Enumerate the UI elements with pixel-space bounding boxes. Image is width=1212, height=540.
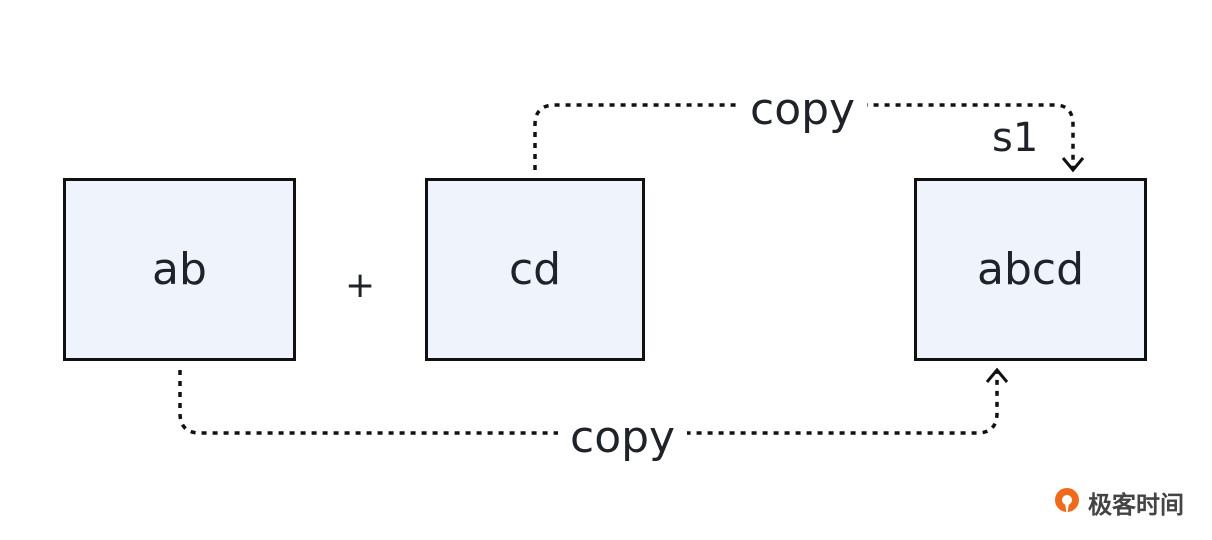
box-ab: ab: [63, 178, 296, 361]
logo-icon: [1055, 487, 1079, 516]
box-abcd: abcd: [914, 178, 1147, 361]
plus-operator: +: [345, 265, 376, 306]
box-ab-label: ab: [152, 244, 207, 295]
top-copy-label: copy: [738, 88, 868, 132]
bottom-copy-label: copy: [558, 416, 688, 460]
box-abcd-label: abcd: [976, 244, 1084, 295]
bottom-arrowhead: [985, 367, 1009, 383]
box-cd: cd: [425, 178, 645, 361]
logo: 极客时间: [1052, 485, 1184, 520]
box-cd-label: cd: [508, 244, 562, 295]
s1-label: s1: [992, 115, 1039, 161]
top-arrowhead: [1061, 157, 1085, 173]
logo-text: 极客时间: [1088, 491, 1184, 519]
